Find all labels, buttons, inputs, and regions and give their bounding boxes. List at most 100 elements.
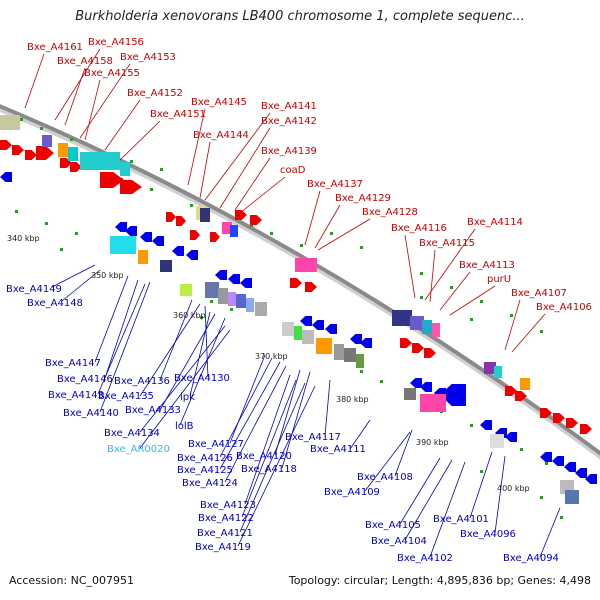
gene-label[interactable]: purU: [487, 274, 511, 285]
gene-arrow: [0, 172, 12, 182]
leader-line: [99, 281, 151, 413]
gene-label[interactable]: Bxe_A4096: [460, 529, 516, 540]
gene-label[interactable]: Bxe_A4118: [241, 464, 297, 475]
gene-label[interactable]: Bxe_A4130: [174, 373, 230, 384]
gene-label[interactable]: Bxe_A4141: [261, 101, 317, 112]
gene-label[interactable]: Bxe_A4133: [125, 405, 181, 416]
gene-arrow: [515, 391, 527, 401]
gene-arrow: [172, 246, 184, 256]
gene-arrow: [564, 462, 576, 472]
gene-label[interactable]: Bxe_A4117: [285, 432, 341, 443]
gene-block: [68, 147, 78, 161]
gene-label[interactable]: lolB: [175, 421, 194, 432]
gene-label[interactable]: Bxe_A4129: [335, 193, 391, 204]
gene-label[interactable]: ipk: [180, 392, 195, 403]
gene-label[interactable]: Bxe_A4105: [365, 520, 421, 531]
gene-label[interactable]: Bxe_A4120: [236, 451, 292, 462]
gene-label[interactable]: Bxe_A4146: [57, 374, 113, 385]
gene-label[interactable]: Bxe_A4137: [307, 179, 363, 190]
gene-arrow: [552, 456, 564, 466]
tick-dot: [420, 296, 423, 299]
gene-label[interactable]: Bxe_A4125: [177, 465, 233, 476]
leader-line: [159, 299, 193, 381]
gene-label[interactable]: Bxe_A4139: [261, 146, 317, 157]
gene-label[interactable]: Bxe_A4114: [467, 217, 523, 228]
gene-arrow: [420, 382, 432, 392]
gene-label[interactable]: Bxe_A4144: [193, 130, 249, 141]
map-title: Burkholderia xenovorans LB400 chromosome…: [75, 9, 525, 24]
leader-line: [219, 361, 281, 470]
gene-label[interactable]: Bxe_A4119: [195, 542, 251, 553]
gene-label[interactable]: Bxe_A4155: [84, 68, 140, 79]
leader-line: [239, 176, 286, 214]
leader-line: [24, 53, 45, 109]
gene-label[interactable]: Bxe_A4156: [88, 37, 144, 48]
gene-label[interactable]: Bxe_A4106: [536, 302, 592, 313]
gene-label[interactable]: Bxe_A4116: [391, 223, 447, 234]
rna-label[interactable]: Bxe_AR0020: [107, 444, 170, 455]
gene-label[interactable]: Bxe_A4101: [433, 514, 489, 525]
gene-block: [58, 143, 68, 157]
gene-arrow: [424, 348, 436, 358]
gene-arrow: [505, 432, 517, 442]
gene-label[interactable]: Bxe_A4121: [197, 528, 253, 539]
gene-label[interactable]: Bxe_A4123: [200, 500, 256, 511]
gene-block: [80, 152, 120, 170]
kbp-tick-label: 380 kbp: [336, 395, 369, 404]
leader-line: [349, 419, 371, 450]
gene-label[interactable]: Bxe_A4102: [397, 553, 453, 564]
gene-arrow: [566, 418, 578, 428]
tick-dot: [480, 300, 483, 303]
tick-dot: [60, 248, 63, 251]
gene-label[interactable]: Bxe_A4113: [459, 260, 515, 271]
gene-label[interactable]: Bxe_A4152: [127, 88, 183, 99]
leader-line: [281, 371, 311, 469]
gene-block: [228, 292, 236, 306]
gene-block: [200, 208, 210, 222]
tick-dot: [450, 286, 453, 289]
tick-dot: [210, 300, 213, 303]
tick-dot: [270, 232, 273, 235]
gene-block: [246, 298, 254, 312]
gene-label[interactable]: Bxe_A4135: [98, 391, 154, 402]
gene-label[interactable]: Bxe_A4143: [48, 390, 104, 401]
gene-label[interactable]: Bxe_A4124: [182, 478, 238, 489]
tick-dot: [150, 188, 153, 191]
gene-label[interactable]: Bxe_A4128: [362, 207, 418, 218]
gene-label[interactable]: Bxe_A4094: [503, 553, 559, 564]
gene-label[interactable]: Bxe_A4148: [27, 298, 83, 309]
gene-label[interactable]: coaD: [280, 165, 306, 176]
gene-label[interactable]: Bxe_A4145: [191, 97, 247, 108]
gene-label[interactable]: Bxe_A4109: [324, 487, 380, 498]
gene-arrow: [305, 282, 317, 292]
gene-label[interactable]: Bxe_A4158: [57, 56, 113, 67]
leader-line: [424, 228, 476, 301]
accession-text: Accession: NC_007951: [9, 574, 135, 587]
gene-label[interactable]: Bxe_A4108: [357, 472, 413, 483]
gene-label[interactable]: Bxe_A4153: [120, 52, 176, 63]
gene-block: [0, 115, 20, 130]
gene-label[interactable]: Bxe_A4107: [511, 288, 567, 299]
gene-label[interactable]: Bxe_A4161: [27, 42, 83, 53]
leader-line: [94, 275, 129, 363]
gene-label[interactable]: Bxe_A4140: [63, 408, 119, 419]
gene-label[interactable]: Bxe_A4134: [104, 428, 160, 439]
leader-line: [229, 354, 266, 444]
gene-label[interactable]: Bxe_A4111: [310, 444, 366, 455]
leader-line: [187, 108, 206, 186]
gene-label[interactable]: Bxe_A4127: [188, 439, 244, 450]
gene-label[interactable]: Bxe_A4126: [177, 453, 233, 464]
gene-arrow: [215, 270, 227, 280]
gene-label[interactable]: Bxe_A4115: [419, 238, 475, 249]
gene-arrow: [350, 334, 362, 344]
gene-features: [0, 115, 597, 504]
gene-label[interactable]: Bxe_A4104: [371, 536, 427, 547]
gene-label[interactable]: Bxe_A4151: [150, 109, 206, 120]
leader-line: [239, 382, 306, 533]
gene-label[interactable]: Bxe_A4147: [45, 358, 101, 369]
gene-label[interactable]: Bxe_A4142: [261, 116, 317, 127]
gene-label[interactable]: Bxe_A4136: [114, 376, 170, 387]
gene-label[interactable]: Bxe_A4149: [6, 284, 62, 295]
gene-label[interactable]: Bxe_A4122: [198, 513, 254, 524]
tick-dot: [160, 168, 163, 171]
